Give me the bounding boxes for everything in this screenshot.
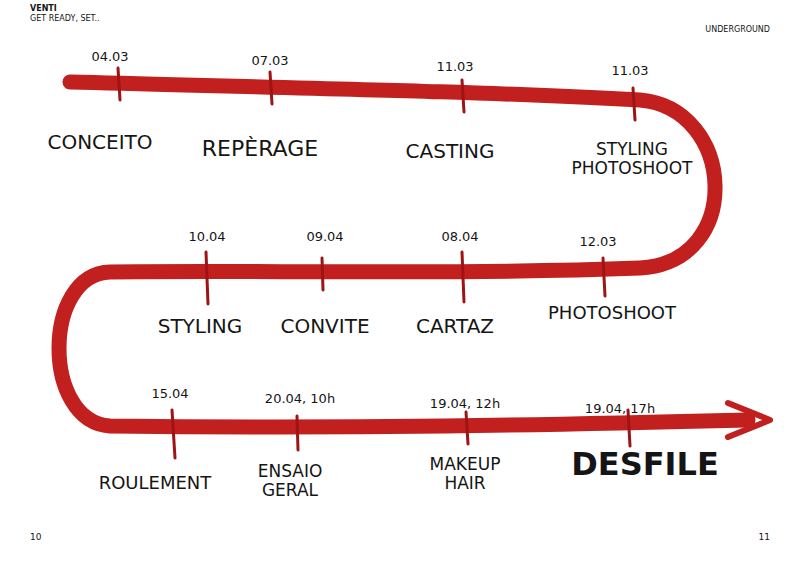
date-label: 11.03: [436, 60, 473, 74]
tick-mark: [270, 72, 272, 104]
arrow-head: [728, 403, 770, 437]
date-label: 08.04: [441, 230, 478, 244]
header-text: UNDERGROUND: [705, 26, 770, 35]
tick-mark: [633, 88, 635, 120]
date-label: 12.03: [579, 235, 616, 249]
milestone-label: CONVITE: [280, 315, 369, 337]
date-label: 07.03: [251, 54, 288, 68]
date-label: 19.04, 12h: [430, 397, 500, 411]
tick-mark: [322, 258, 323, 290]
tick-mark: [603, 258, 605, 296]
milestone-label: CASTING: [406, 140, 495, 162]
milestone-label: ENSAIO GERAL: [245, 462, 335, 499]
tick-mark: [462, 80, 464, 112]
page-number: 11: [759, 533, 770, 543]
milestone-label: DESFILE: [571, 447, 718, 482]
milestone-label: REPÈRAGE: [202, 137, 318, 161]
tick-marks: [118, 68, 635, 458]
tick-mark: [206, 252, 208, 304]
header-text: GET READY, SET..: [30, 15, 100, 24]
tick-mark: [118, 68, 120, 100]
tick-mark: [172, 410, 175, 458]
tick-mark: [297, 416, 298, 450]
date-label: 04.03: [91, 50, 128, 64]
milestone-label: CONCEITO: [47, 131, 152, 153]
tick-mark: [462, 252, 464, 302]
milestone-label: MAKEUP HAIR: [420, 455, 510, 492]
date-label: 19.04, 17h: [585, 402, 655, 416]
date-label: 11.03: [611, 64, 648, 78]
page-number: 10: [30, 533, 41, 543]
milestone-label: ROULEMENT: [99, 473, 212, 493]
milestone-label: STYLING PHOTOSHOOT: [567, 140, 697, 177]
date-label: 20.04, 10h: [265, 392, 335, 406]
brush-stroke-path: [59, 82, 748, 427]
milestone-label: STYLING: [158, 315, 243, 337]
date-label: 10.04: [188, 230, 225, 244]
header-text: VENTI: [30, 5, 57, 14]
milestone-label: CARTAZ: [416, 315, 494, 337]
milestone-label: PHOTOSHOOT: [548, 303, 676, 323]
tick-mark: [466, 412, 468, 444]
date-label: 09.04: [306, 230, 343, 244]
date-label: 15.04: [151, 387, 188, 401]
